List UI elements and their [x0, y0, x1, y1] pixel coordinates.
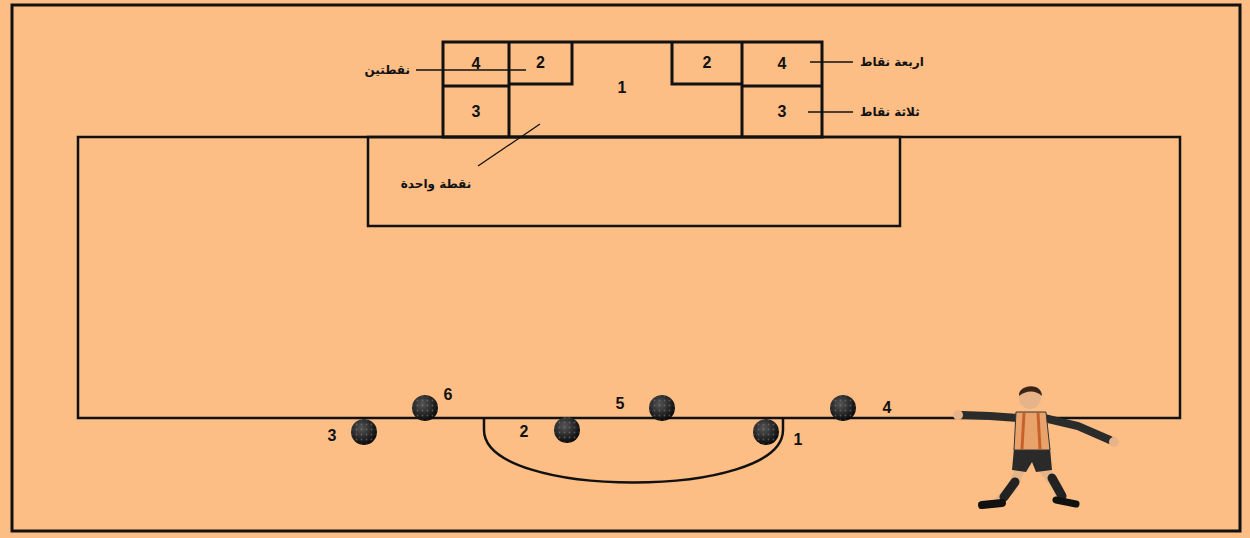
zone-caption: ثلاثة نقاط: [860, 105, 920, 119]
zone-score: 2: [536, 54, 545, 72]
ball-number: 2: [520, 423, 529, 441]
zone-caption: اربعة نقاط: [860, 55, 924, 69]
ball-number: 1: [794, 431, 803, 449]
penalty-arc: [484, 418, 783, 483]
ball-number: 6: [444, 386, 453, 404]
outer-frame: [12, 5, 1240, 531]
zone-caption: نقطة واحدة: [401, 177, 472, 191]
penalty-area: [78, 137, 1180, 418]
zone-score: 3: [778, 103, 787, 121]
ball-number: 4: [883, 399, 892, 417]
score-zone: 3: [744, 88, 820, 135]
zone-caption: نقطتين: [365, 63, 410, 77]
score-zone: 4: [445, 44, 507, 84]
zone-score: 4: [778, 55, 787, 73]
goal-area: [368, 137, 900, 226]
score-zone: 4: [744, 44, 820, 84]
score-zone: 2: [674, 44, 740, 82]
ball-number: 5: [616, 395, 625, 413]
zone-score: 1: [618, 79, 627, 97]
leader-lines: [416, 62, 853, 166]
score-zone: 3: [445, 88, 507, 135]
score-zone: 1: [574, 44, 670, 132]
ball-number: 3: [328, 427, 337, 445]
zone-score: 3: [472, 103, 481, 121]
score-zone: 2: [511, 44, 570, 82]
balls: [351, 395, 856, 445]
zone-score: 4: [472, 55, 481, 73]
zone-score: 2: [703, 54, 712, 72]
goal-zones: [443, 42, 822, 137]
player-illustration: [953, 386, 1119, 505]
